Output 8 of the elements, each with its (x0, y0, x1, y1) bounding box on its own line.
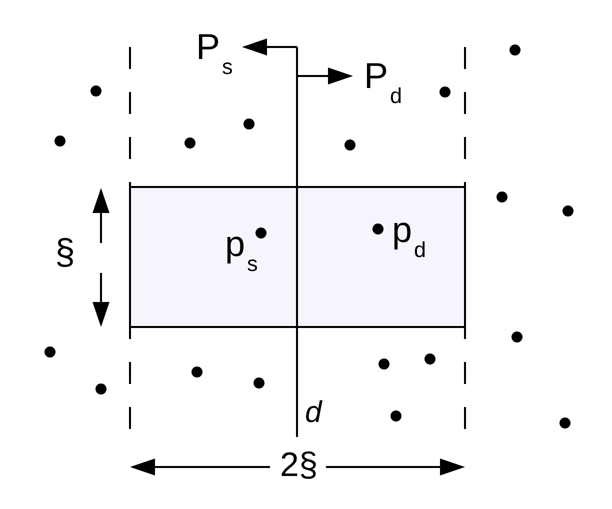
line-label: d (305, 396, 322, 430)
dimension-label: 2§ (280, 446, 318, 486)
shaded-region (129, 186, 466, 328)
vector-label: P$_{d}$ (364, 54, 402, 106)
dimension-label: § (55, 231, 76, 272)
vector-label: P$_{s}$ (196, 26, 233, 78)
particle-label: p$_{s}$ (225, 222, 258, 274)
particle-label: p$_{d}$ (392, 208, 426, 260)
